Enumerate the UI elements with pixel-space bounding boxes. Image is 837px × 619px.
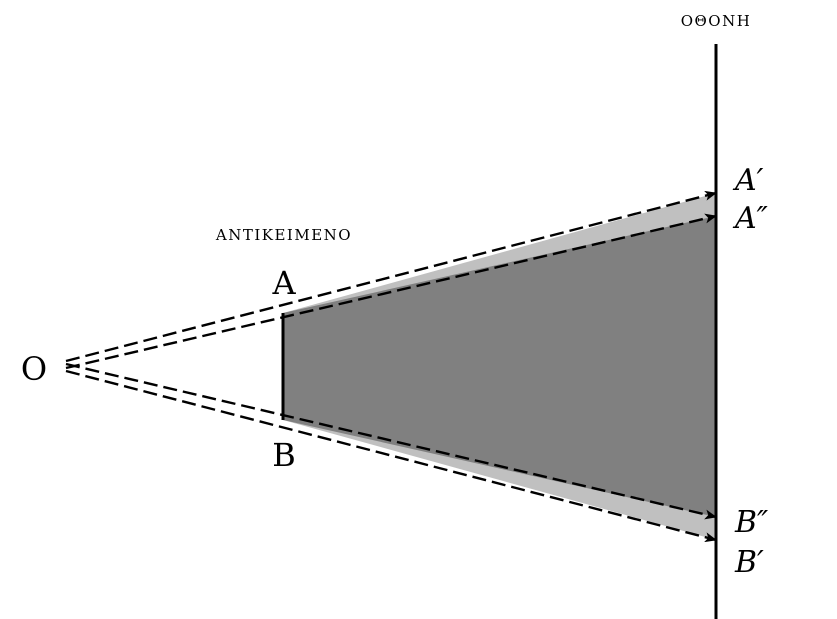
a-double-prime-label: A″ [732, 201, 769, 236]
point-b-label: B [272, 436, 296, 474]
ray-to-a-double-prime [65, 213, 717, 370]
ray-to-b-prime [65, 369, 717, 543]
ray-to-b-double-prime [65, 362, 717, 520]
umbra-region [283, 216, 716, 517]
screen-label: ΟΘΟΝΗ [681, 12, 752, 30]
origin-label: O [21, 350, 47, 388]
b-prime-label: B′ [734, 545, 764, 580]
a-prime-label: A′ [732, 163, 764, 198]
b-double-prime-label: B″ [734, 505, 769, 540]
point-a-label: A [271, 264, 296, 302]
object-label: ΑΝΤΙΚΕΙΜΕΝΟ [215, 226, 352, 244]
ray-to-a-prime [65, 190, 717, 363]
